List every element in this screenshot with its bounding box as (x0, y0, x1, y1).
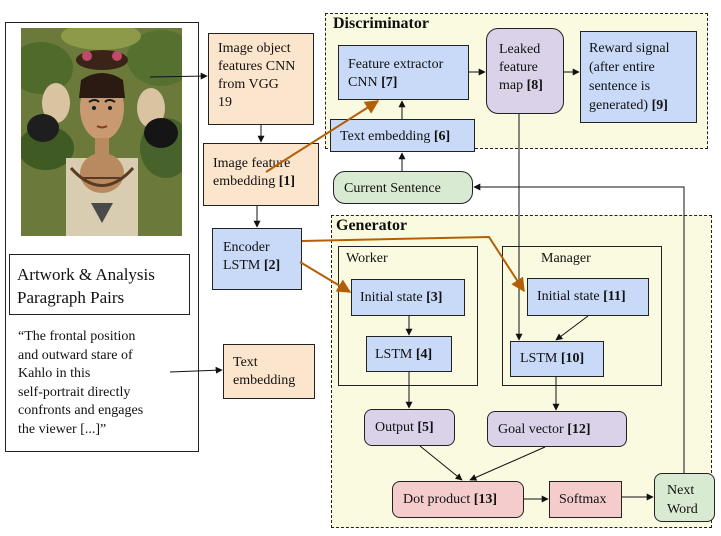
quote-line-1: “The frontal position (18, 329, 136, 344)
highlight-arrow-image-embedding-to-feature-extractor (265, 100, 380, 173)
text-embedding-left-box: Text embedding (223, 344, 315, 399)
softmax-box: Softmax (549, 481, 622, 518)
arrow-portrait-to-cnn (149, 72, 208, 80)
quote-line-2: and outward stare of (18, 347, 133, 363)
quote-line-4: self-portrait directly (18, 384, 131, 400)
worker-title: Worker (346, 251, 388, 266)
quote-text: “The frontal position and outward stare … (18, 328, 143, 439)
text-embedding-discriminator-box: Text embedding [6] (330, 119, 475, 152)
goal-vector-box: Goal vector [12] (487, 411, 627, 447)
arrow-manager-init-to-lstm (555, 315, 589, 341)
portrait-image (21, 28, 182, 236)
pairs-title-box (9, 254, 190, 315)
dot-product-box: Dot product [13] (392, 481, 524, 518)
highlight-arrow-encoder-to-worker-init (299, 261, 352, 293)
worker-lstm-box: LSTM [4] (366, 336, 452, 372)
manager-initial-state-box: Initial state [11] (527, 278, 649, 316)
next-word-box: Next Word (654, 473, 715, 522)
pairs-title-line2: Paragraph Pairs (17, 288, 125, 307)
image-object-features-box: Image object features CNN from VGG 19 (208, 33, 314, 125)
reward-signal-box: Reward signal (after entire sentence is … (580, 31, 697, 123)
output-box: Output [5] (364, 409, 455, 446)
pairs-title-line1: Artwork & Analysis (17, 265, 155, 284)
discriminator-title: Discriminator (333, 15, 429, 32)
arrow-next-word-to-current-sentence (473, 183, 685, 473)
arrow-goal-to-dot-product (469, 446, 546, 481)
encoder-lstm-box: Encoder LSTM [2] (212, 228, 302, 290)
highlight-arrow-encoder-to-manager-init (301, 235, 525, 293)
quote-line-6: the viewer [...]” (18, 421, 107, 437)
leaked-feature-map-box: Leaked feature map [8] (486, 28, 564, 114)
arrow-quote-to-text-embedding (169, 366, 223, 374)
image-feature-embedding-box: Image feature embedding [1] (203, 143, 319, 206)
quote-line-5: confronts and engages (18, 403, 144, 418)
arrow-output-to-dot-product (419, 445, 463, 481)
worker-initial-state-box: Initial state [3] (351, 279, 465, 316)
feature-extractor-cnn-box: Feature extractor CNN [7] (338, 45, 469, 100)
generator-title: Generator (336, 217, 408, 234)
manager-title: Manager (541, 251, 591, 266)
quote-line-3: Kahlo in this (18, 366, 91, 381)
current-sentence-box: Current Sentence (333, 171, 473, 204)
manager-lstm-box: LSTM [10] (510, 341, 604, 377)
